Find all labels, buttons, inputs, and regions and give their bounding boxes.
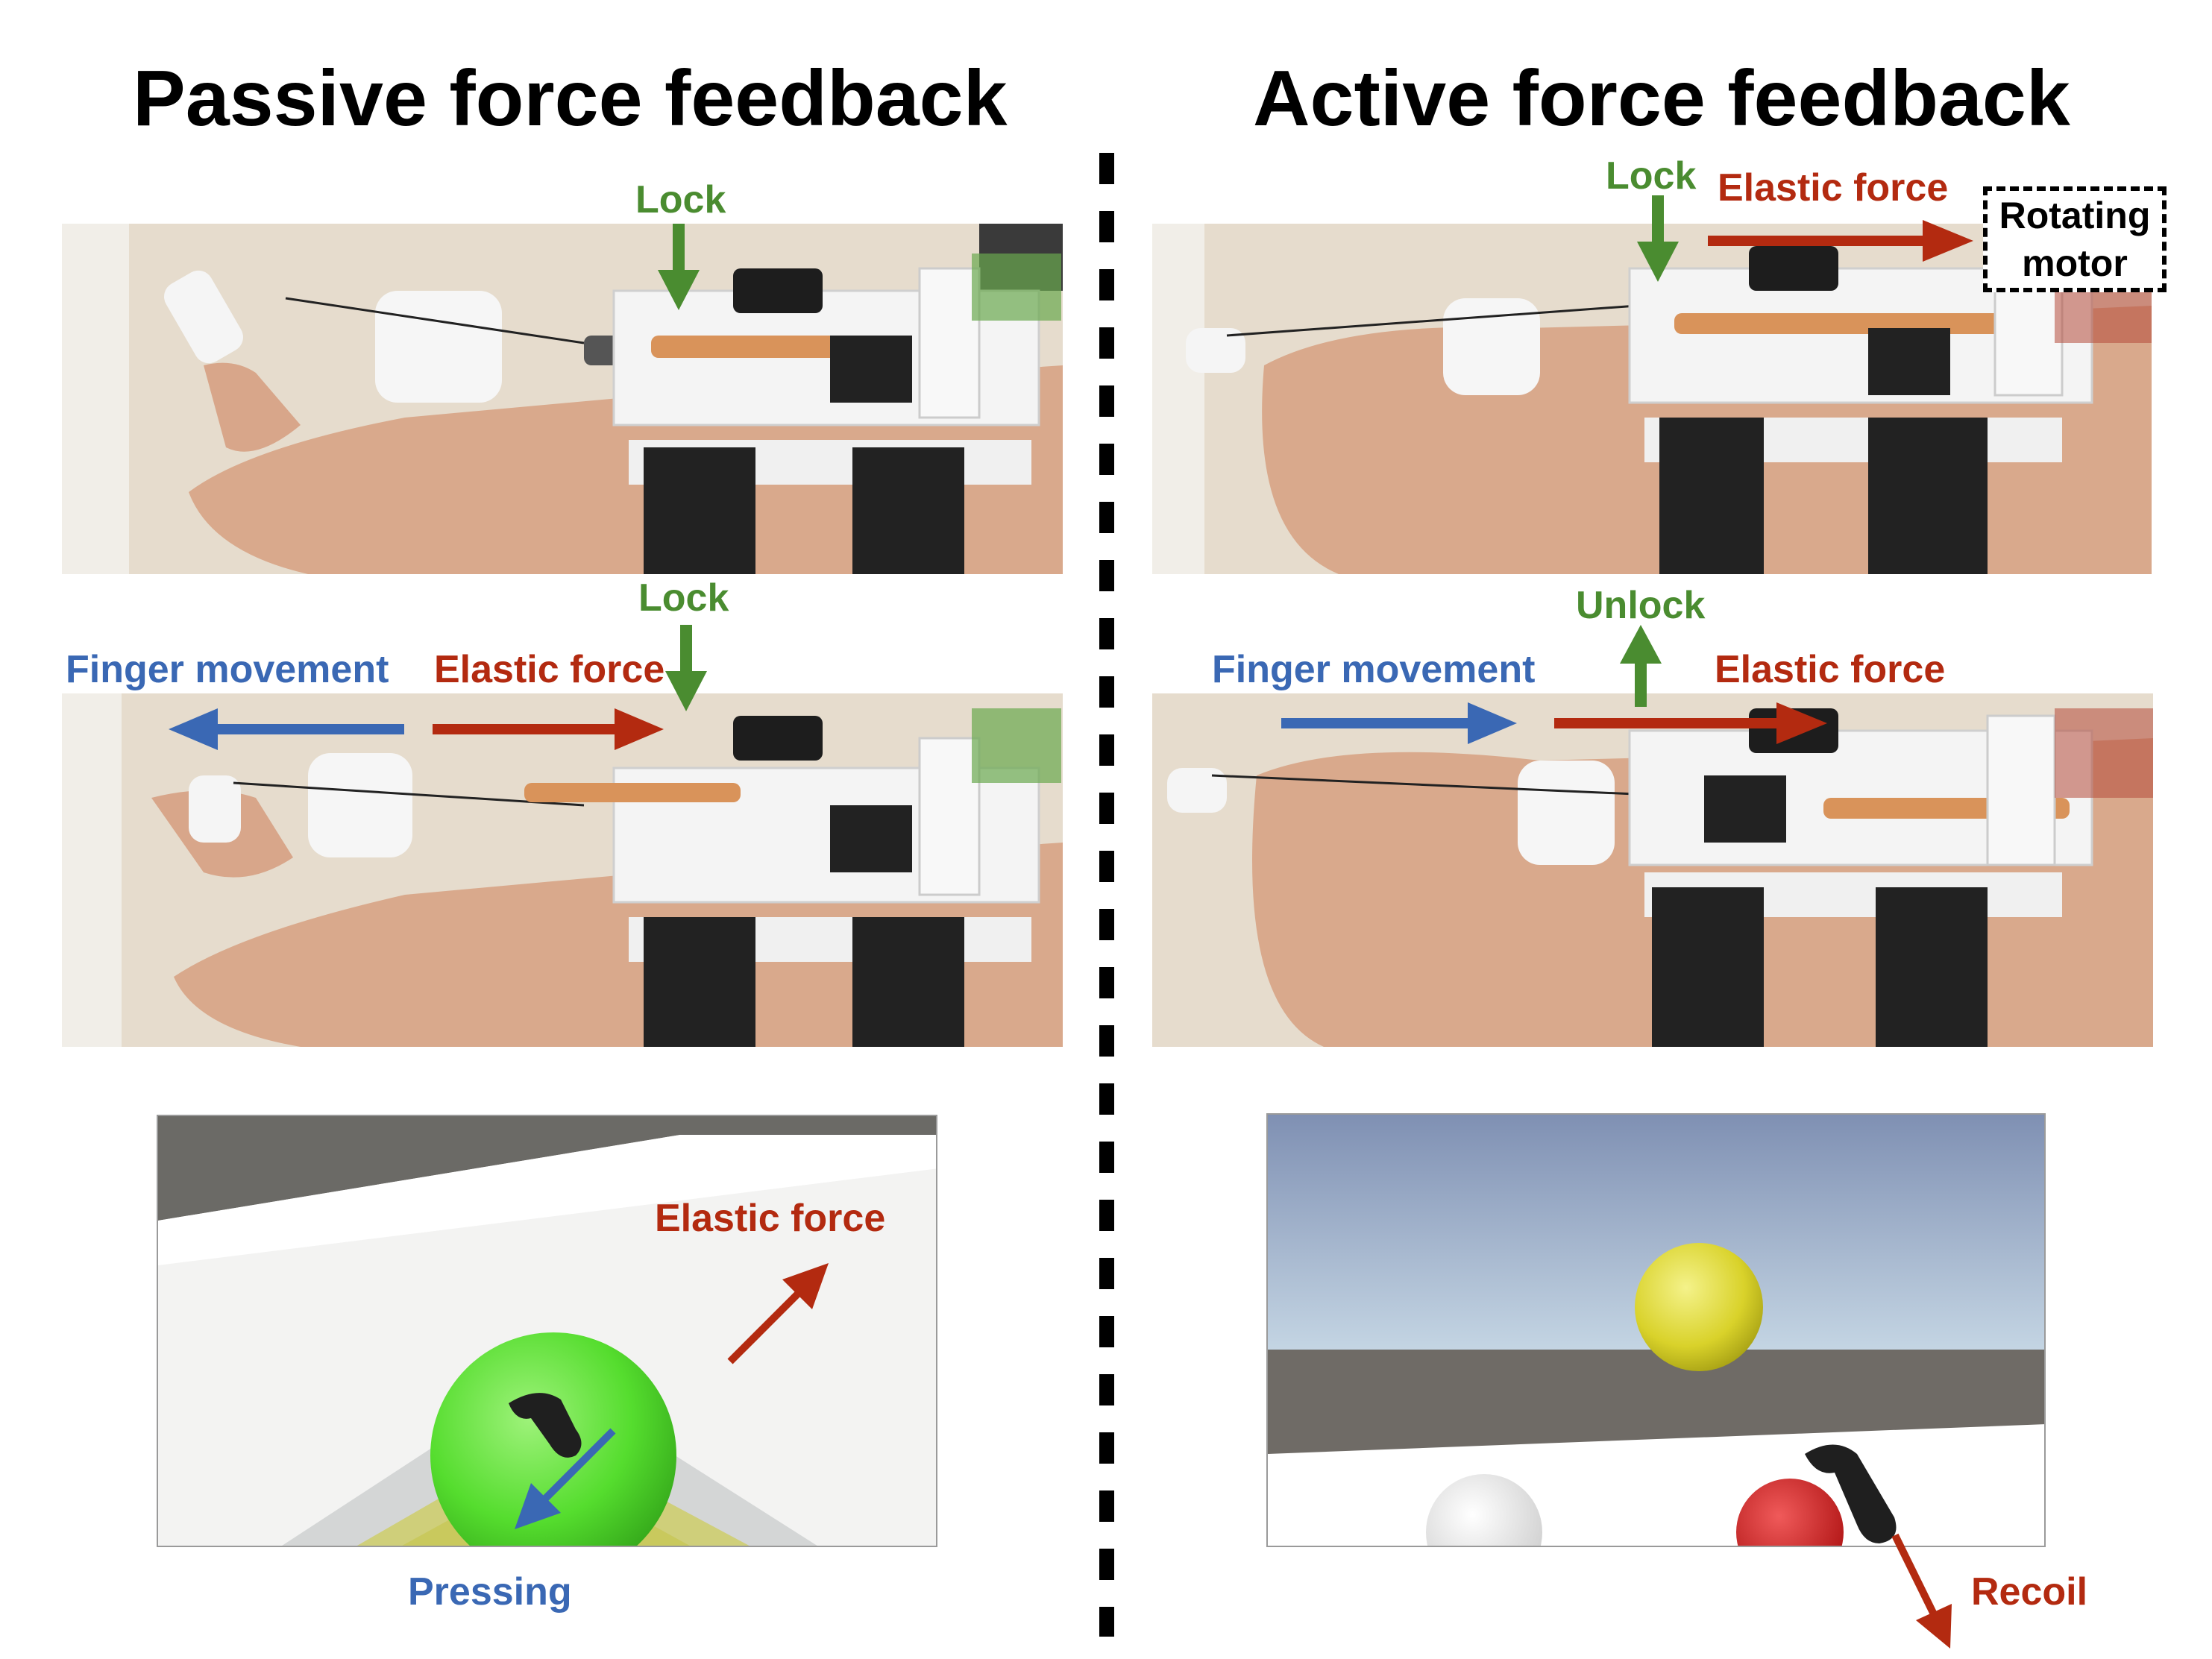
vr-elastic-force-arrow [727, 1263, 829, 1364]
active-elastic-force-label-2: Elastic force [1715, 648, 1946, 691]
active-elastic-force-arrow-1 [1708, 220, 1973, 262]
passive-lock-label-1: Lock [635, 178, 726, 221]
active-lock-label: Lock [1606, 154, 1697, 198]
passive-device-photo-moving [62, 693, 1063, 1047]
passive-lock-label-2: Lock [638, 576, 729, 620]
dashed-divider [1099, 153, 1114, 1637]
passive-device-photo-locked [62, 224, 1063, 574]
active-unlock-arrow [1620, 625, 1662, 707]
active-device-photo-unlocked [1152, 693, 2153, 1047]
rotating-motor-line2: motor [2022, 242, 2128, 284]
active-finger-movement-label: Finger movement [1212, 648, 1536, 691]
active-vr-scene [1266, 1113, 2046, 1547]
passive-finger-movement-arrow [169, 708, 404, 750]
passive-elastic-force-arrow [433, 708, 664, 750]
passive-lock-arrow-2 [665, 625, 707, 711]
rotating-motor-callout: Rotating motor [1983, 186, 2167, 292]
active-unlock-label: Unlock [1576, 584, 1706, 627]
passive-heading: Passive force feedback [133, 54, 1008, 142]
vr-pressing-label: Pressing [408, 1570, 572, 1614]
active-heading: Active force feedback [1253, 54, 2070, 142]
passive-vr-scene [157, 1115, 937, 1547]
vr-elastic-force-label: Elastic force [655, 1197, 886, 1240]
active-lock-arrow [1637, 195, 1679, 282]
active-elastic-force-arrow-2 [1554, 702, 1827, 744]
passive-lock-arrow-1 [658, 224, 700, 310]
active-finger-movement-arrow [1281, 702, 1517, 744]
passive-elastic-force-label: Elastic force [434, 648, 665, 691]
vr-recoil-label: Recoil [1971, 1570, 2088, 1614]
rotating-motor-line1: Rotating [1999, 195, 2151, 236]
vr-pressing-arrow [515, 1428, 616, 1529]
vr-recoil-arrow [1891, 1533, 1952, 1649]
passive-finger-movement-label: Finger movement [66, 648, 389, 691]
active-elastic-force-label-1: Elastic force [1718, 166, 1949, 210]
